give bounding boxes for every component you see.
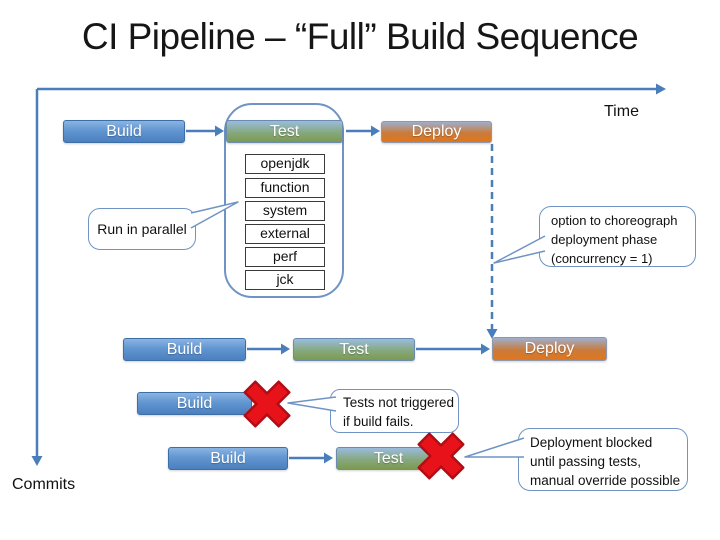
callout-tests-not-triggered: Tests not triggered if build fails. bbox=[330, 389, 459, 433]
callout-run-in-parallel: Run in parallel bbox=[88, 208, 196, 250]
callout-text: Tests not triggered bbox=[343, 395, 455, 410]
callout-text: Deployment blocked bbox=[530, 435, 653, 450]
callout-deployment-blocked: Deployment blocked until passing tests, … bbox=[518, 428, 688, 491]
callout-text: until passing tests, bbox=[530, 454, 642, 470]
test-suite-item: external bbox=[245, 224, 325, 244]
test-box-row4: Test bbox=[336, 447, 441, 470]
callout-choreograph-deployment: option to choreograph deployment phase (… bbox=[539, 206, 696, 267]
build-box-row3: Build bbox=[137, 392, 252, 415]
time-axis-label: Time bbox=[604, 103, 639, 120]
test-box-row1: Test bbox=[226, 120, 343, 143]
test-suite-item: perf bbox=[245, 247, 325, 267]
callout-text: Run in parallel bbox=[97, 221, 187, 237]
callout-text: deployment phase bbox=[551, 231, 658, 247]
callout-text: manual override possible bbox=[530, 473, 681, 489]
test-suite-item: system bbox=[245, 201, 325, 221]
deploy-box-row1: Deploy bbox=[381, 121, 492, 143]
slide-title: CI Pipeline – “Full” Build Sequence bbox=[81, 16, 639, 57]
deploy-box-row2: Deploy bbox=[492, 337, 607, 361]
build-box-row2: Build bbox=[123, 338, 246, 361]
commits-axis-label: Commits bbox=[12, 476, 76, 493]
build-box-row4: Build bbox=[168, 447, 288, 470]
test-suite-item: function bbox=[245, 178, 325, 198]
build-box-row1: Build bbox=[63, 120, 185, 143]
callout-text: (concurrency = 1) bbox=[551, 250, 653, 266]
callout-text: if build fails. bbox=[343, 413, 414, 429]
test-suite-item: openjdk bbox=[245, 154, 325, 174]
test-suite-item: jck bbox=[245, 270, 325, 290]
test-box-row2: Test bbox=[293, 338, 415, 361]
callout-text: option to choreograph bbox=[551, 213, 678, 228]
